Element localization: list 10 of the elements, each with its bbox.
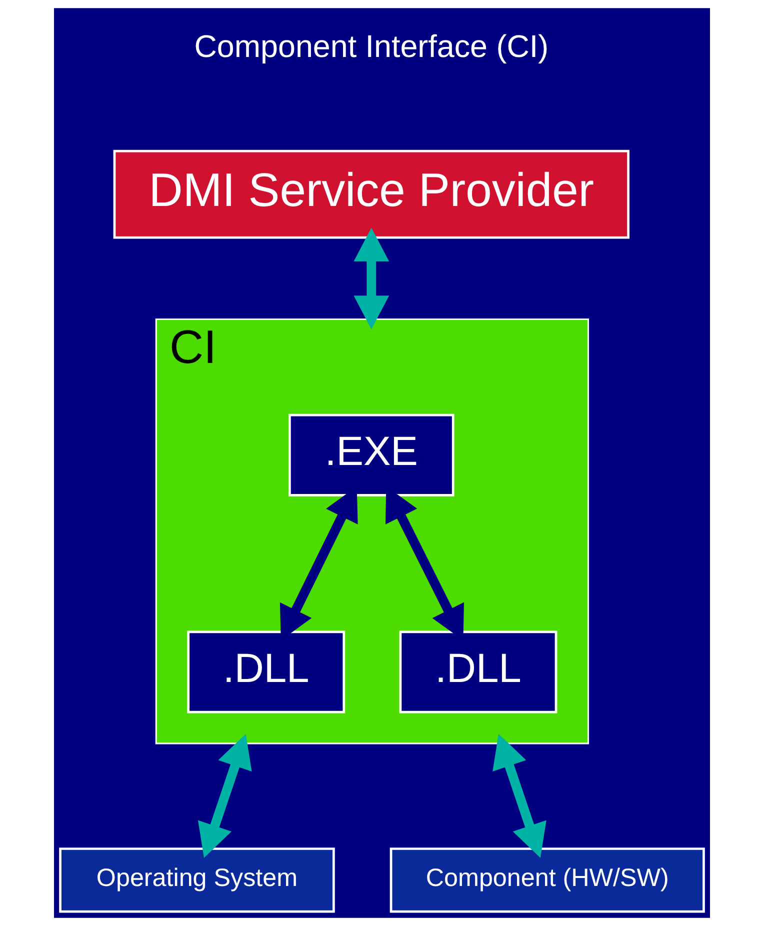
- arrow: [198, 734, 252, 858]
- node-box: Operating System: [59, 848, 335, 913]
- node-box: .EXE: [288, 414, 454, 496]
- node-box: DMI Service Provider: [113, 150, 630, 239]
- arrow: [492, 734, 546, 858]
- arrow: [354, 228, 390, 330]
- label: Component Interface (CI): [194, 28, 549, 64]
- node-box: .DLL: [187, 630, 346, 714]
- node-box: .DLL: [399, 630, 558, 714]
- node-box: Component (HW/SW): [390, 848, 705, 913]
